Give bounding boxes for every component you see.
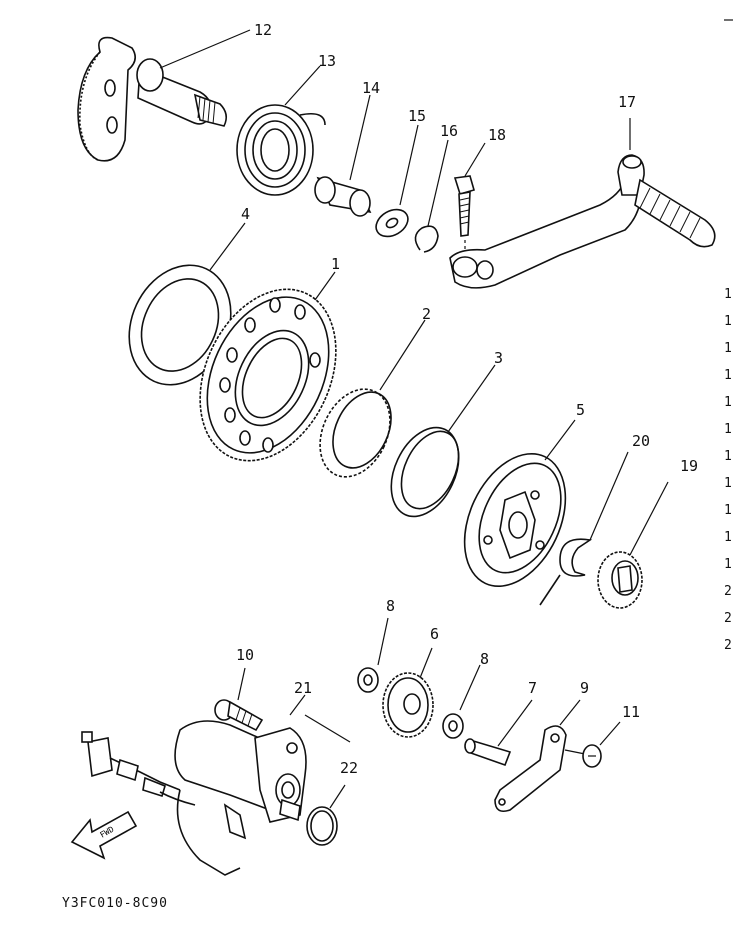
side-reference-column: 1 1 1 1 1 1 1 1 1 1 1 2 2 2 (724, 19, 733, 653)
callout-19: 19 (680, 457, 698, 475)
callout-5: 5 (576, 401, 585, 419)
part-bolt-11 (214, 667, 264, 732)
fwd-arrow-icon: FWD (70, 810, 138, 860)
part-idler-gear (382, 647, 434, 738)
part-pinion-gear (597, 481, 669, 609)
callout-16: 16 (440, 122, 458, 140)
part-idler-shaft (464, 699, 533, 767)
part-clutch-plate (463, 419, 576, 588)
side-ref-9: 1 (724, 503, 732, 518)
callout-6: 6 (430, 625, 439, 643)
side-ref-1: 1 (724, 287, 732, 302)
side-ref-5: 1 (724, 395, 732, 410)
part-needle-bearing (319, 319, 426, 478)
part-kick-shaft (77, 29, 251, 162)
side-ref-7: 1 (724, 449, 732, 464)
part-clip-20 (539, 451, 629, 606)
callout-10: 11 (622, 703, 640, 721)
part-washer-8b (442, 664, 481, 739)
callout-labels: 12 13 14 15 16 18 17 4 1 2 3 5 20 19 8 6… (236, 21, 698, 777)
callout-13: 13 (318, 52, 336, 70)
part-screw-10 (564, 721, 621, 768)
callout-11: 10 (236, 646, 254, 664)
side-ref-8: 1 (724, 476, 732, 491)
callout-21: 21 (294, 679, 312, 697)
side-ref-12: 2 (724, 584, 732, 599)
part-shaft-plate (494, 699, 581, 813)
part-kick-spring (236, 65, 326, 196)
part-washer-8a (357, 617, 389, 693)
part-circlip-16 (414, 139, 449, 253)
side-ref-10: 1 (724, 530, 732, 545)
part-kick-crank (449, 118, 716, 289)
callout-14: 14 (362, 79, 380, 97)
side-ref-11: 1 (724, 557, 732, 572)
part-o-ring (306, 784, 346, 846)
side-ref-4: 1 (724, 368, 732, 383)
side-ref-2: 1 (724, 314, 732, 329)
callout-15: 15 (408, 107, 426, 125)
part-bushing (314, 94, 372, 217)
part-starter-wheel-gear (199, 271, 337, 462)
callout-3: 3 (494, 349, 503, 367)
callout-17: 17 (618, 93, 636, 111)
part-starter-motor (174, 694, 351, 876)
callout-20: 20 (632, 432, 650, 450)
callout-22: 22 (340, 759, 358, 777)
part-washer-4 (128, 222, 246, 386)
part-washer-15 (375, 124, 419, 238)
callout-18: 18 (488, 126, 506, 144)
side-ref-13: 2 (724, 611, 732, 626)
callout-12: 12 (254, 21, 272, 39)
callout-4: 4 (241, 205, 250, 223)
callout-8b: 8 (480, 650, 489, 668)
side-ref-6: 1 (724, 422, 732, 437)
callout-9: 9 (580, 679, 589, 697)
part-wiring-connector (81, 731, 196, 806)
diagram-code: Y3FC010-8C90 (62, 896, 168, 911)
side-ref-14: 2 (724, 638, 732, 653)
side-ref-3: 1 (724, 341, 732, 356)
callout-2: 2 (422, 305, 431, 323)
callout-7: 7 (528, 679, 537, 697)
callout-1: 1 (331, 255, 340, 273)
callout-8a: 8 (386, 597, 395, 615)
part-bolt-18 (453, 142, 486, 258)
part-collar-ring (390, 364, 496, 518)
